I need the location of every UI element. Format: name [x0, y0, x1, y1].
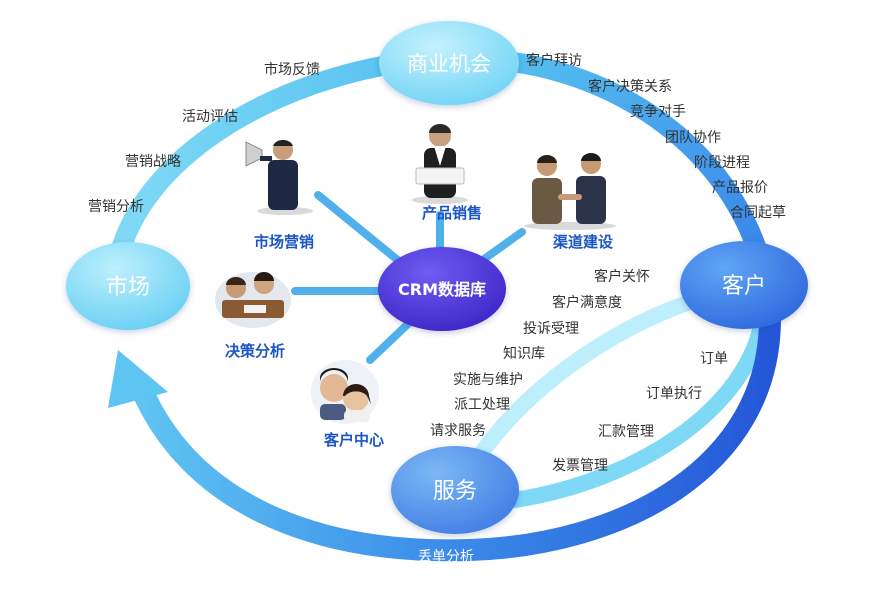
smiling-couple-icon: [311, 360, 379, 424]
arc-label: 丢单分析: [418, 549, 474, 565]
spokes: [291, 191, 526, 364]
spoke-channel: [476, 228, 526, 266]
arc-labels-service-market: 丢单分析: [418, 549, 474, 565]
arc-label: 客户满意度: [552, 294, 622, 311]
spoke-label-product-sales: 产品销售: [422, 204, 482, 222]
arc-labels-opportunity-customer: 客户拜访 客户决策关系 竞争对手 团队协作 阶段进程 产品报价 合同起草: [526, 52, 786, 221]
arc-label: 发票管理: [552, 458, 608, 474]
inner-band-customer-service: [462, 294, 698, 478]
arc-label: 营销战略: [125, 154, 181, 170]
arc-label: 活动评估: [182, 109, 238, 125]
node-market[interactable]: [66, 242, 190, 330]
ring-band-opportunity-customer: [485, 50, 768, 262]
team-reviewing-documents-icon: [215, 272, 291, 328]
arc-label: 市场反馈: [264, 61, 320, 78]
center-node[interactable]: [378, 247, 506, 331]
arc-label: 订单执行: [646, 386, 702, 402]
arc-label: 客户关怀: [594, 268, 650, 285]
spoke-label-channel: 渠道建设: [553, 233, 613, 251]
arc-label: 派工处理: [454, 397, 510, 413]
node-service-label: 服务: [433, 479, 477, 504]
ring-band-market-opportunity: [110, 52, 415, 262]
node-customer[interactable]: [680, 241, 808, 329]
arc-label: 团队协作: [665, 130, 721, 146]
arc-label: 阶段进程: [694, 155, 750, 171]
arc-label: 知识库: [503, 345, 545, 362]
center-label: CRM数据库: [398, 280, 486, 299]
node-service[interactable]: [391, 446, 519, 534]
businessman-with-megaphone-icon: [245, 139, 313, 215]
arc-label: 合同起草: [730, 205, 786, 221]
arc-label: 客户决策关系: [588, 78, 672, 95]
arrowhead-to-market-icon: [108, 350, 168, 408]
businessman-holding-paper-icon: [412, 124, 468, 204]
ring-band-bottom: [131, 307, 781, 562]
arc-label: 营销分析: [88, 199, 144, 215]
arc-label: 请求服务: [430, 423, 486, 439]
arc-label: 订单: [700, 351, 728, 367]
arc-label: 投诉受理: [523, 321, 579, 337]
spoke-label-customer-center: 客户中心: [323, 431, 384, 449]
inner-band-customer-service-outer: [507, 322, 768, 508]
arc-label: 竞争对手: [630, 103, 686, 120]
node-opportunity-label: 商业机会: [407, 52, 491, 76]
arc-label: 客户拜访: [526, 52, 582, 69]
arc-label: 汇款管理: [598, 424, 654, 440]
two-men-handshake-icon: [524, 153, 616, 230]
arc-label: 实施与维护: [453, 372, 523, 388]
node-opportunity[interactable]: [379, 21, 519, 105]
spoke-customer-center: [366, 318, 414, 364]
arc-labels-customer-service-inner: 客户关怀 客户满意度 投诉受理 知识库 实施与维护 派工处理 请求服务: [430, 268, 650, 439]
spoke-label-marketing: 市场营销: [254, 233, 314, 251]
arc-labels-market-opportunity: 营销分析 营销战略 活动评估 市场反馈: [88, 61, 320, 215]
node-market-label: 市场: [106, 275, 150, 300]
arc-label: 产品报价: [712, 180, 768, 196]
arc-labels-customer-service-outer: 订单 订单执行 汇款管理 发票管理: [552, 351, 728, 474]
spoke-marketing: [314, 191, 404, 266]
node-customer-label: 客户: [722, 274, 766, 299]
spoke-label-decision: 决策分析: [225, 342, 285, 360]
